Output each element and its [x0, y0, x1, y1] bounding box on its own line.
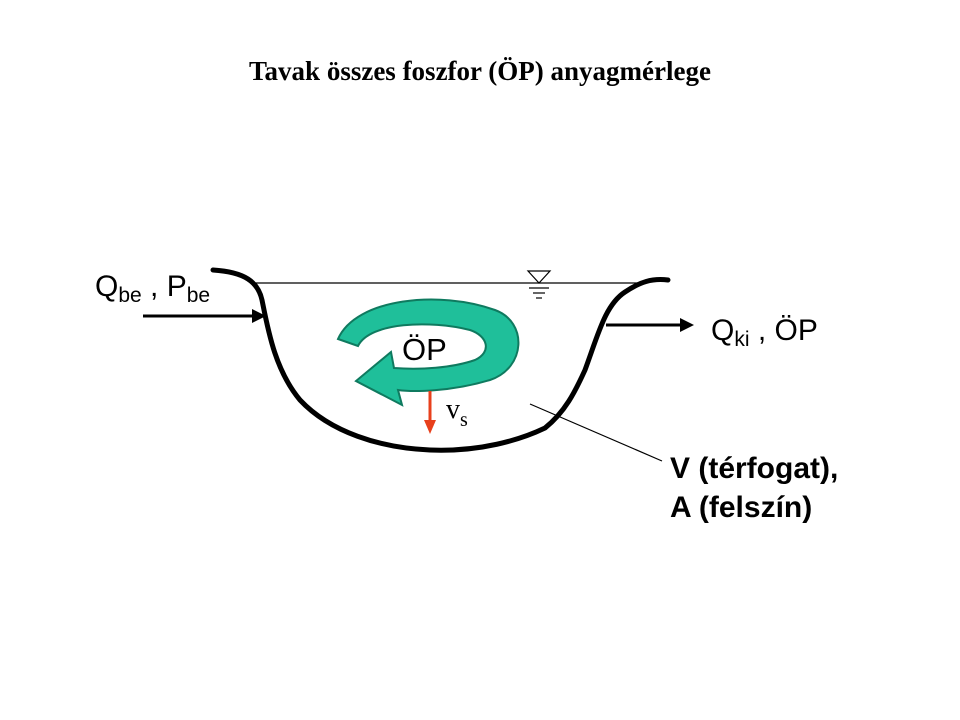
- area-label: A (felszín): [670, 491, 812, 524]
- water-level-icon: [526, 270, 552, 299]
- volume-area-leader-line: [529, 403, 663, 462]
- inflow-arrow: [143, 309, 266, 323]
- cycle-label: ÖP: [402, 332, 447, 367]
- settling-velocity-label: vs: [446, 394, 468, 431]
- outflow-arrow: [606, 318, 694, 332]
- volume-label: V (térfogat),: [670, 452, 838, 485]
- inflow-label: Qbe , Pbe: [95, 270, 210, 307]
- phosphorus-cycle-arrow: [336, 298, 520, 407]
- settling-arrow: [424, 391, 436, 434]
- outflow-label: Qki , ÖP: [711, 314, 818, 351]
- page-title: Tavak összes foszfor (ÖP) anyagmérlege: [249, 56, 711, 86]
- lake-basin-outline: [210, 267, 671, 453]
